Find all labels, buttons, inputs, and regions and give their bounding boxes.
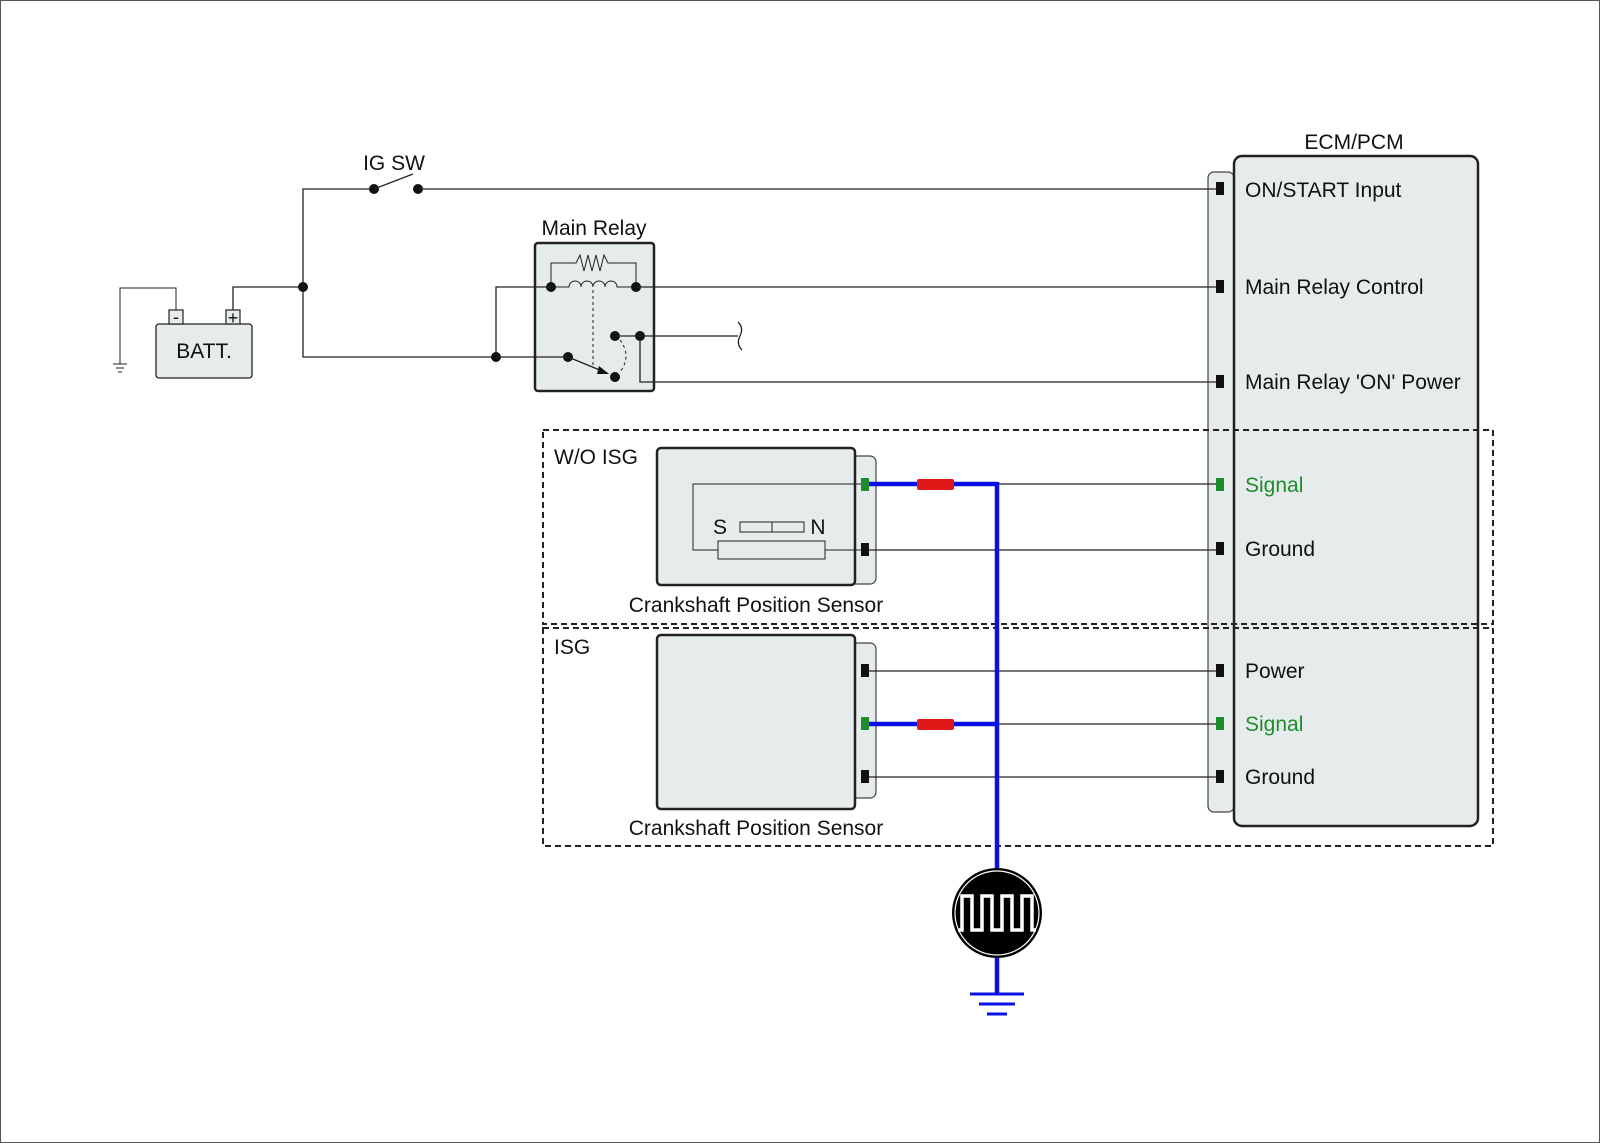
ecm-body: [1232, 154, 1480, 828]
ecm-pin-isg-signal: [1216, 717, 1224, 730]
section-isg: [542, 627, 1494, 847]
ecm-connector: [1207, 171, 1235, 813]
relay-power-wire: [639, 336, 1216, 383]
sensor-coil: [717, 540, 826, 560]
ground-icon: [970, 958, 1024, 1016]
batt-positive-wire: [232, 286, 303, 310]
ig-switch-label: IG SW: [363, 152, 425, 175]
battery-neg-sign: -: [173, 307, 179, 327]
relay-feed-wire: [302, 287, 496, 358]
relay-resistor: [550, 253, 637, 287]
ecm-pin-relay-power: [1216, 375, 1224, 388]
ecm-pin-relay-control: [1216, 280, 1224, 293]
ecm-label-wo-ground: Ground: [1245, 538, 1315, 561]
junction-node: [298, 282, 308, 292]
probe-clip: [917, 719, 954, 730]
ecm-label-isg-ground: Ground: [1245, 766, 1315, 789]
sensor-label-wo-isg: Crankshaft Position Sensor: [629, 594, 883, 617]
sensor-body: [655, 633, 857, 811]
main-relay-label: Main Relay: [541, 217, 647, 240]
crankshaft-sensor-isg: Crankshaft Position Sensor: [629, 633, 883, 840]
relay-coil: [551, 280, 636, 288]
ecm-pcm: ECM/PCM ON/START Input Main Relay Contro…: [1207, 131, 1480, 828]
ecm-pin-on-start: [1216, 182, 1224, 195]
battery: - + BATT.: [155, 307, 253, 379]
ig-feed-wire: [302, 188, 374, 287]
ecm-title: ECM/PCM: [1304, 131, 1403, 154]
probe-clip: [917, 479, 954, 490]
ig-switch-blade: [373, 173, 414, 190]
ecm-label-isg-signal: Signal: [1245, 713, 1303, 736]
ecm-pin-isg-ground: [1216, 770, 1224, 783]
ecm-pin-wo-signal: [1216, 478, 1224, 491]
main-relay: Main Relay: [533, 217, 656, 393]
ecm-label-on-start: ON/START Input: [1245, 179, 1402, 202]
ecm-label-relay-power: Main Relay 'ON' Power: [1245, 371, 1461, 394]
wire-break-icon: [737, 321, 743, 351]
ecm-label-wo-signal: Signal: [1245, 474, 1303, 497]
battery-pos-sign: +: [228, 308, 239, 328]
ecm-pin-wo-ground: [1216, 542, 1224, 555]
magnet-n-label: N: [810, 516, 825, 539]
relay-coil-feed-wire: [495, 286, 551, 357]
scope-probe: [869, 479, 1000, 875]
sensor-label-isg: Crankshaft Position Sensor: [629, 817, 883, 840]
section-wo-isg-label: W/O ISG: [554, 446, 638, 469]
magnet-s: [739, 521, 773, 533]
square-wave-scope-icon: [952, 868, 1042, 958]
magnet-s-label: S: [713, 516, 727, 539]
battery-body: [155, 323, 253, 379]
magnet-n: [771, 521, 805, 533]
ecm-label-isg-power: Power: [1245, 660, 1305, 683]
battery-ground-icon: [113, 287, 177, 373]
ecm-label-relay-control: Main Relay Control: [1245, 276, 1424, 299]
ig-switch: IG SW: [363, 152, 425, 194]
battery-label: BATT.: [176, 340, 232, 363]
crankshaft-sensor-wo-isg: S N Crankshaft Position Sensor: [629, 446, 883, 617]
section-wo-isg: [542, 429, 1494, 625]
ecm-pin-isg-power: [1216, 664, 1224, 677]
section-isg-label: ISG: [554, 636, 590, 659]
